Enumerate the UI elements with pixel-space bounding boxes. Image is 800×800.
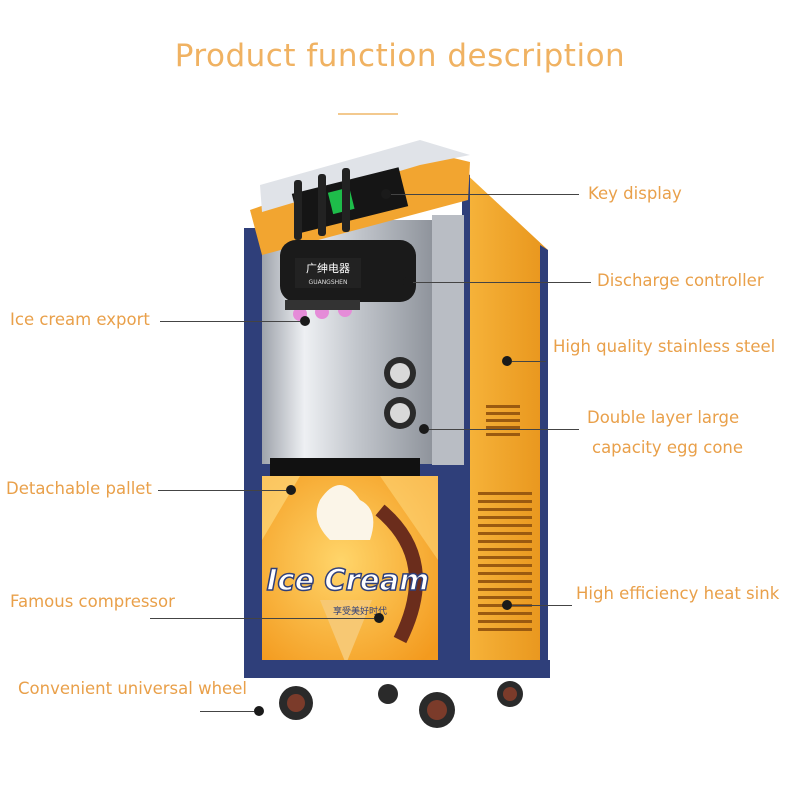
label-compressor: Famous compressor <box>10 592 175 611</box>
leader-egg-cone <box>429 429 579 430</box>
ice-cream-subtext: 享受美好时代 <box>333 605 387 617</box>
callout-dot-stainless-steel <box>502 356 512 366</box>
label-heat-sink: High efficiency heat sink <box>576 584 780 603</box>
ice-cream-text: Ice Cream <box>267 563 430 597</box>
leader-heat-sink <box>512 605 572 606</box>
brand-text: 广绅电器 <box>306 262 350 275</box>
side-vent-upper <box>486 405 520 436</box>
callout-dot-key-display <box>381 189 391 199</box>
label-discharge-controller: Discharge controller <box>597 271 764 290</box>
callout-dot-ice-cream-export <box>300 316 310 326</box>
machine-base <box>244 660 550 678</box>
callout-dot-wheel <box>254 706 264 716</box>
leader-compressor <box>150 618 374 619</box>
leader-ice-cream-export <box>160 321 300 322</box>
label-ice-cream-export: Ice cream export <box>10 310 150 329</box>
callout-dot-pallet <box>286 485 296 495</box>
ice-cream-scoop <box>316 485 374 540</box>
wheels <box>279 681 523 728</box>
label-pallet: Detachable pallet <box>6 479 152 498</box>
leader-pallet <box>158 490 286 491</box>
label-key-display: Key display <box>588 184 682 203</box>
leader-key-display <box>391 194 579 195</box>
callout-dot-compressor <box>374 613 384 623</box>
callout-dot-egg-cone <box>419 424 429 434</box>
label-stainless-steel: High quality stainless steel <box>553 337 776 356</box>
brand-latin: GUANGSHEN <box>309 279 348 286</box>
label-egg-cone-line1: Double layer large <box>587 408 740 427</box>
leader-stainless-steel <box>512 361 546 362</box>
drip-tray <box>270 458 420 476</box>
label-egg-cone-line2: capacity egg cone <box>592 438 744 457</box>
cone-graphic <box>320 600 372 664</box>
callout-dot-heat-sink <box>502 600 512 610</box>
callout-dot-discharge-controller <box>403 277 413 287</box>
label-wheel: Convenient universal wheel <box>18 679 247 698</box>
title-underline <box>338 113 398 115</box>
leader-wheel <box>200 711 254 712</box>
page-title: Product function description <box>174 38 626 74</box>
leader-discharge-controller <box>413 282 591 283</box>
